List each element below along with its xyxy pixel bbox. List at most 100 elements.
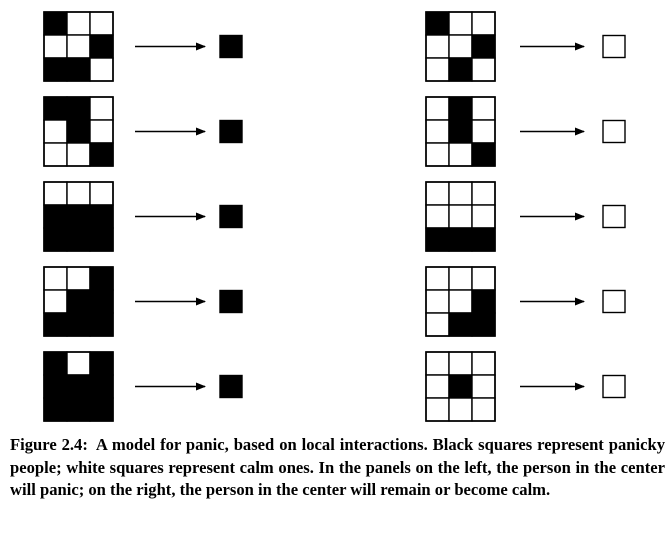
panicky-person-cell	[471, 289, 496, 314]
panicky-person-cell	[448, 227, 473, 252]
result-panicky-square	[219, 204, 243, 229]
calm-person-cell	[471, 96, 496, 121]
calm-person-cell	[471, 204, 496, 229]
calm-person-cell	[89, 181, 114, 206]
panicky-person-cell	[66, 96, 91, 121]
panel-left-4	[43, 266, 243, 337]
panicky-person-cell	[89, 312, 114, 337]
panicky-person-cell	[448, 96, 473, 121]
calm-person-cell	[425, 312, 450, 337]
panicky-person-cell	[43, 96, 68, 121]
calm-person-cell	[471, 374, 496, 399]
calm-person-cell	[425, 119, 450, 144]
neighborhood-grid	[43, 351, 114, 422]
calm-person-cell	[89, 96, 114, 121]
panicky-person-cell	[43, 57, 68, 82]
neighborhood-grid	[425, 11, 496, 82]
result-panicky-square	[219, 289, 243, 314]
grid-border	[425, 96, 496, 167]
calm-person-cell	[425, 374, 450, 399]
neighborhood-grid	[43, 11, 114, 82]
grid-border	[425, 11, 496, 82]
calm-person-cell	[43, 266, 68, 291]
calm-column	[425, 11, 626, 422]
panicky-person-cell	[66, 312, 91, 337]
neighborhood-grid	[425, 266, 496, 337]
calm-person-cell	[448, 34, 473, 59]
calm-person-cell	[448, 142, 473, 167]
panicky-person-cell	[89, 227, 114, 252]
calm-person-cell	[471, 57, 496, 82]
panicky-person-cell	[471, 34, 496, 59]
panel-right-5	[425, 351, 626, 422]
panicky-person-cell	[43, 227, 68, 252]
panel-right-3	[425, 181, 626, 252]
panicky-person-cell	[66, 374, 91, 399]
neighborhood-grid	[425, 351, 496, 422]
calm-person-cell	[425, 351, 450, 376]
panel-right-2	[425, 96, 626, 167]
panel-right-4	[425, 266, 626, 337]
panicky-person-cell	[66, 397, 91, 422]
panel-left-3	[43, 181, 243, 252]
grid-border	[425, 351, 496, 422]
panicky-person-cell	[66, 57, 91, 82]
panicky-person-cell	[66, 119, 91, 144]
calm-person-cell	[471, 351, 496, 376]
neighborhood-grid	[425, 96, 496, 167]
panicky-person-cell	[89, 374, 114, 399]
calm-person-cell	[425, 34, 450, 59]
panicky-person-cell	[89, 34, 114, 59]
calm-person-cell	[66, 142, 91, 167]
grid-border	[425, 266, 496, 337]
panic-column	[43, 11, 243, 422]
calm-person-cell	[448, 289, 473, 314]
calm-person-cell	[471, 11, 496, 36]
panicky-person-cell	[66, 227, 91, 252]
caption-label: Figure 2.4:	[10, 435, 88, 454]
calm-person-cell	[425, 266, 450, 291]
panicky-person-cell	[89, 289, 114, 314]
calm-person-cell	[425, 289, 450, 314]
calm-person-cell	[425, 397, 450, 422]
panicky-person-cell	[448, 312, 473, 337]
panicky-person-cell	[89, 397, 114, 422]
calm-person-cell	[66, 351, 91, 376]
panicky-person-cell	[425, 11, 450, 36]
calm-person-cell	[471, 119, 496, 144]
result-panicky-square	[219, 119, 243, 144]
panicky-person-cell	[471, 142, 496, 167]
panicky-person-cell	[448, 57, 473, 82]
result-calm-square	[602, 374, 626, 399]
calm-person-cell	[471, 397, 496, 422]
caption-text: A model for panic, based on local intera…	[10, 435, 665, 499]
neighborhood-grid	[425, 181, 496, 252]
calm-person-cell	[448, 11, 473, 36]
panicky-person-cell	[448, 374, 473, 399]
calm-person-cell	[448, 351, 473, 376]
calm-person-cell	[89, 119, 114, 144]
calm-person-cell	[425, 181, 450, 206]
result-calm-square	[602, 119, 626, 144]
panicky-person-cell	[43, 312, 68, 337]
grid-border	[43, 11, 114, 82]
panel-left-1	[43, 11, 243, 82]
calm-person-cell	[43, 142, 68, 167]
panicky-person-cell	[43, 397, 68, 422]
calm-person-cell	[448, 397, 473, 422]
panicky-person-cell	[89, 351, 114, 376]
neighborhood-grid	[43, 181, 114, 252]
grid-border	[43, 96, 114, 167]
calm-person-cell	[43, 34, 68, 59]
calm-person-cell	[425, 96, 450, 121]
panicky-person-cell	[471, 312, 496, 337]
grid-border	[425, 181, 496, 252]
result-calm-square	[602, 204, 626, 229]
calm-person-cell	[448, 204, 473, 229]
result-panicky-square	[219, 34, 243, 59]
panicky-person-cell	[66, 289, 91, 314]
panicky-person-cell	[43, 374, 68, 399]
panicky-person-cell	[66, 204, 91, 229]
grid-border	[43, 266, 114, 337]
panicky-person-cell	[89, 142, 114, 167]
